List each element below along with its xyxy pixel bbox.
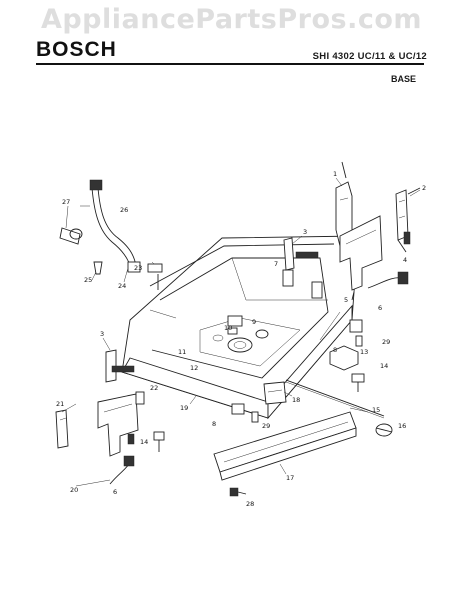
part-15-rod (285, 379, 385, 419)
callout-15: 15 (372, 406, 380, 414)
callout-27: 27 (62, 198, 70, 206)
callout-14-right: 14 (380, 362, 388, 370)
callout-17: 17 (286, 474, 294, 482)
part-23-screw (147, 263, 163, 290)
callout-11: 11 (178, 348, 186, 356)
part-5-hinge-assembly (339, 215, 383, 301)
part-6-cable (109, 271, 409, 485)
part-16-foot (375, 423, 393, 437)
callout-24: 24 (118, 282, 126, 290)
part-20-hinge-plate (97, 393, 139, 457)
callout-25: 25 (84, 276, 92, 284)
callout-23: 23 (134, 264, 142, 272)
part-17-kick-panel (213, 411, 357, 481)
model-number: SHI 4302 UC/11 & UC/12 (312, 51, 427, 62)
callout-9: 9 (252, 318, 256, 326)
section-title: BASE (390, 74, 416, 84)
callout-20: 20 (70, 486, 78, 494)
callout-14-left: 14 (140, 438, 148, 446)
callout-29-right: 29 (382, 338, 390, 346)
header-rule (36, 63, 424, 65)
part-13-block (329, 345, 359, 371)
leader-lines (61, 177, 421, 487)
callout-8-left: 8 (212, 420, 216, 428)
watermark-text: AppliancePartsPros.com (40, 4, 423, 35)
callout-6-left: 6 (113, 488, 117, 496)
callout-8-right: 8 (333, 346, 337, 354)
drain-hose (59, 179, 141, 275)
part-8-clip (231, 319, 363, 415)
part-29-screw (251, 335, 363, 423)
part-2-hinge (395, 187, 421, 253)
part-21-bracket (55, 409, 69, 449)
callout-22: 22 (150, 384, 158, 392)
part-18-bracket (263, 381, 287, 405)
callout-16: 16 (398, 422, 406, 430)
brand-logo: BOSCH (36, 38, 117, 61)
callout-4: 4 (403, 256, 407, 264)
callout-labels: 1 2 3 3 4 5 6 6 7 8 8 9 10 11 12 13 14 1… (56, 170, 426, 508)
part-3-hinge-spring (105, 237, 319, 383)
callout-12: 12 (190, 364, 198, 372)
base-tub (121, 235, 359, 420)
callout-28: 28 (246, 500, 254, 508)
callout-21: 21 (56, 400, 64, 408)
callout-13: 13 (360, 348, 368, 356)
callout-2: 2 (422, 184, 426, 192)
callout-5: 5 (344, 296, 348, 304)
callout-29-left: 29 (262, 422, 270, 430)
callout-18: 18 (292, 396, 300, 404)
part-28-screw (229, 487, 247, 497)
callout-10: 10 (224, 324, 232, 332)
callout-1: 1 (333, 170, 337, 178)
part-14-screw (153, 373, 365, 452)
callout-6-right: 6 (378, 304, 382, 312)
part-22-clip (135, 391, 145, 405)
callout-3-right: 3 (303, 228, 307, 236)
callout-7: 7 (274, 260, 278, 268)
callout-26: 26 (120, 206, 128, 214)
callout-3-left: 3 (100, 330, 104, 338)
callout-19: 19 (180, 404, 188, 412)
